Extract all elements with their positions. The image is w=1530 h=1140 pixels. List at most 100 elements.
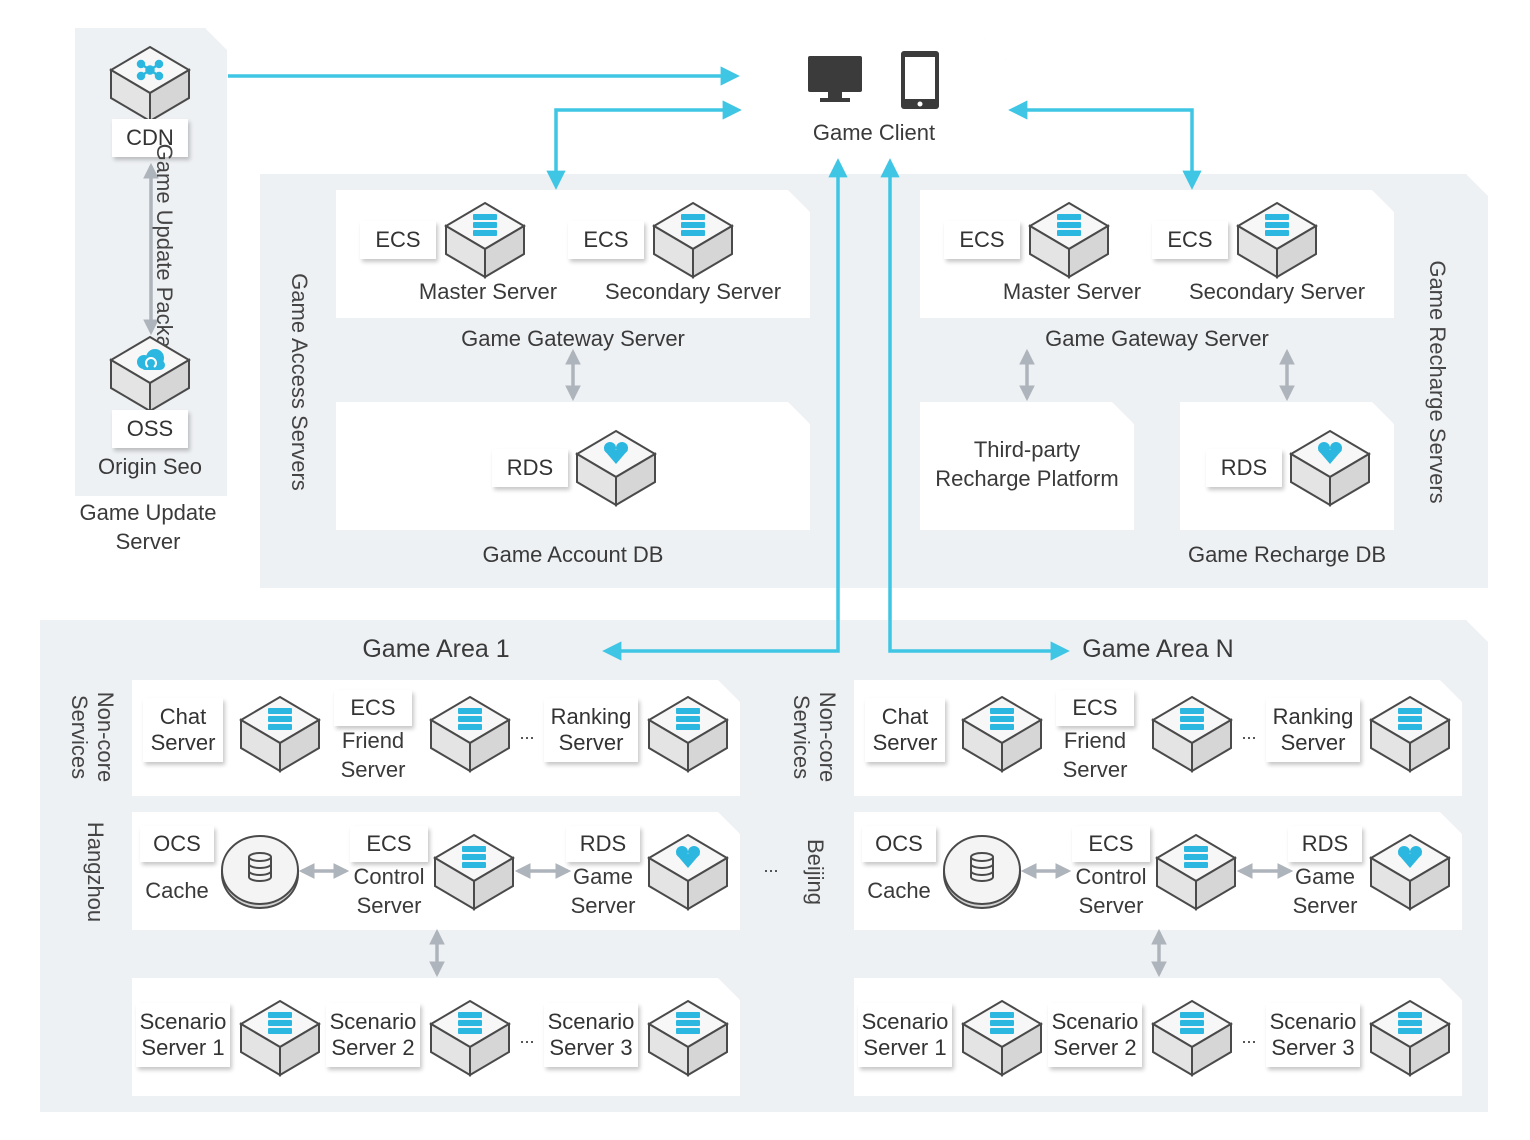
area-n-scenario-3-line2: Server 3	[1271, 1035, 1355, 1060]
area-n-scenario-2-line1: Scenario	[1051, 1008, 1139, 1034]
area-1-chat-tag: Chat Server	[143, 698, 223, 762]
area-n-ranking-line1: Ranking	[1272, 703, 1354, 729]
area-n-control-line1: Control	[1075, 864, 1147, 889]
access-ecs-master-icon	[444, 201, 526, 279]
area-1-ranking-line2: Server	[558, 730, 624, 755]
area-n-scenario-1-line2: Server 1	[863, 1035, 947, 1060]
area-n-control-ecs-tag: ECS	[1072, 826, 1150, 862]
area-1-scenario-1-tag: Scenario Server 1	[136, 1003, 230, 1067]
game-recharge-servers-label: Game Recharge Servers	[1425, 260, 1450, 504]
area-1-scenario-2-line2: Server 2	[331, 1035, 415, 1060]
area-n-scenario-2-ecs-icon	[1151, 999, 1233, 1077]
area-1-scenario-2-line1: Scenario	[329, 1008, 417, 1034]
area-n-scenario-1-tag: Scenario Server 1	[858, 1003, 952, 1067]
area-1-friend-ecs-tag: ECS	[334, 690, 412, 726]
area-n-ocs-cache-icon	[943, 835, 1021, 909]
area-1-region-label: Hangzhou	[83, 821, 108, 923]
area-1-scenario-2-tag: Scenario Server 2	[326, 1003, 420, 1067]
area-1-cache-label: Cache	[145, 878, 209, 903]
access-master-label: Master Server	[418, 279, 558, 304]
access-rds-tag: RDS	[492, 449, 568, 487]
game-access-servers-label: Game Access Servers	[287, 273, 312, 491]
origin-label: Origin Seo	[98, 454, 202, 479]
area-1-ranking-ecs-icon	[647, 695, 729, 773]
client-arean-arrow	[880, 158, 1070, 661]
area-1-friend-line1: Friend	[341, 728, 405, 753]
area-n-scenario-1-line1: Scenario	[861, 1008, 949, 1034]
area-n-game-line2: Server	[1292, 893, 1358, 918]
access-ecs-tag-b: ECS	[568, 221, 644, 259]
area-1-control-ecs-tag: ECS	[350, 826, 428, 862]
oss-icon	[109, 335, 191, 413]
area-1-friend-line2: Server	[340, 757, 406, 782]
area-n-noncore-label: Non-core Services	[788, 691, 840, 783]
access-ecs-tag-a: ECS	[360, 221, 436, 259]
area-n-friend-line1: Friend	[1063, 728, 1127, 753]
area-1-game-line2: Server	[570, 893, 636, 918]
third-party-line1: Third-party	[973, 437, 1081, 462]
area-n-ranking-line2: Server	[1280, 730, 1346, 755]
game-client-panel	[742, 38, 1006, 156]
area-n-scenario-3-tag: Scenario Server 3	[1266, 1003, 1360, 1067]
area-1-chat-ecs-icon	[239, 695, 321, 773]
area-n-control-line2: Server	[1078, 893, 1144, 918]
area-1-ranking-line1: Ranking	[550, 703, 632, 729]
area-n-title: Game Area N	[1082, 635, 1234, 663]
area-n-friend-ecs-icon	[1151, 695, 1233, 773]
area-1-scenario-1-line1: Scenario	[139, 1008, 227, 1034]
area-1-ocs-tag: OCS	[140, 826, 214, 862]
recharge-master-label: Master Server	[1002, 279, 1142, 304]
area-1-scenario-2-ecs-icon	[429, 999, 511, 1077]
area-1-scenario-3-ecs-icon	[647, 999, 729, 1077]
area-n-region-label: Beijing	[803, 838, 828, 906]
recharge-gateway-label: Game Gateway Server	[1045, 326, 1269, 351]
area-n-cache-label: Cache	[867, 878, 931, 903]
area-n-noncore-ellipsis: ...	[1241, 723, 1257, 743]
area-1-control-line2: Server	[356, 893, 422, 918]
area-n-scenario-3-ecs-icon	[1369, 999, 1451, 1077]
cdn-icon	[109, 45, 191, 123]
access-ecs-secondary-icon	[652, 201, 734, 279]
recharge-ecs-tag-a: ECS	[944, 221, 1020, 259]
area-n-ocs-tag: OCS	[862, 826, 936, 862]
client-access-arrow	[546, 100, 742, 190]
area-1-noncore-label: Non-core Services	[66, 691, 118, 783]
area-1-scenario-3-tag: Scenario Server 3	[544, 1003, 638, 1067]
area-n-scenario-3-line1: Scenario	[1269, 1008, 1357, 1034]
area-n-scenario-2-tag: Scenario Server 2	[1048, 1003, 1142, 1067]
area-1-control-line1: Control	[353, 864, 425, 889]
recharge-secondary-label: Secondary Server	[1188, 279, 1366, 304]
area-n-scenario-ellipsis: ...	[1241, 1027, 1257, 1047]
recharge-ecs-tag-b: ECS	[1152, 221, 1228, 259]
area-1-scenario-ellipsis: ...	[519, 1027, 535, 1047]
area-1-game-rds-icon	[647, 833, 729, 911]
area-n-chat-line1: Chat	[881, 703, 929, 729]
game-client-label: Game Client	[812, 120, 936, 145]
area-1-ranking-tag: Ranking Server	[544, 698, 638, 762]
phone-icon	[901, 51, 939, 109]
area-n-friend-ecs-tag: ECS	[1056, 690, 1134, 726]
area-n-chat-ecs-icon	[961, 695, 1043, 773]
area-n-game-line1: Game	[1295, 864, 1355, 889]
area-n-game-rds-icon	[1369, 833, 1451, 911]
area-n-friend-line2: Server	[1062, 757, 1128, 782]
recharge-ecs-secondary-icon	[1236, 201, 1318, 279]
area-n-control-ecs-icon	[1155, 833, 1237, 911]
area-n-ranking-ecs-icon	[1369, 695, 1451, 773]
area-1-chat-line1: Chat	[159, 703, 207, 729]
recharge-db-label: Game Recharge DB	[1187, 542, 1387, 567]
area-n-scenario-2-line2: Server 2	[1053, 1035, 1137, 1060]
area-1-game-rds-tag: RDS	[566, 826, 640, 862]
area-1-ocs-cache-icon	[221, 835, 299, 909]
area-1-game-line1: Game	[573, 864, 633, 889]
area-1-friend-ecs-icon	[429, 695, 511, 773]
area-1-scenario-1-ecs-icon	[239, 999, 321, 1077]
access-gateway-label: Game Gateway Server	[461, 326, 685, 351]
area-1-scenario-3-line2: Server 3	[549, 1035, 633, 1060]
area-1-chat-line2: Server	[150, 730, 216, 755]
areas-between-ellipsis: ...	[763, 856, 779, 876]
monitor-icon	[808, 56, 862, 102]
recharge-ecs-master-icon	[1028, 201, 1110, 279]
area-n-chat-line2: Server	[872, 730, 938, 755]
